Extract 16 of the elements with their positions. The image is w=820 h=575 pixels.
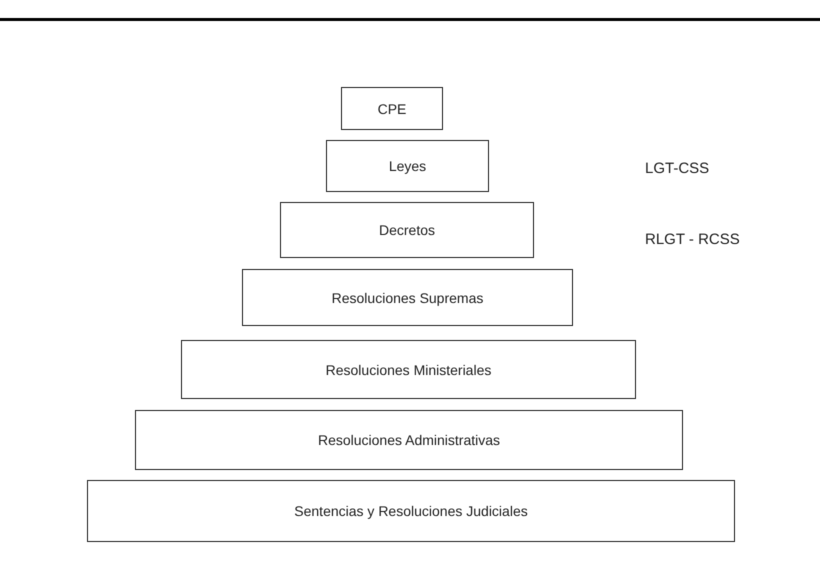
side-note: RLGT - RCSS bbox=[645, 231, 740, 248]
hierarchy-box bbox=[242, 269, 573, 326]
box-label: Decretos bbox=[378, 222, 436, 238]
hierarchy-box bbox=[280, 202, 534, 258]
hierarchy-box bbox=[326, 140, 489, 192]
box-label: Sentencias y Resoluciones Judiciales bbox=[294, 503, 528, 519]
hierarchy-box bbox=[87, 480, 735, 542]
side-note: LGT-CSS bbox=[645, 160, 710, 177]
box-label: CPE bbox=[378, 100, 406, 116]
box-label: Resoluciones Administrativas bbox=[318, 432, 500, 448]
hierarchy-box bbox=[341, 87, 443, 130]
hierarchy-box bbox=[181, 340, 636, 399]
box-label: Leyes bbox=[388, 158, 426, 174]
hierarchy-box bbox=[135, 410, 683, 470]
box-label: Resoluciones Ministeriales bbox=[326, 362, 492, 378]
box-label: Resoluciones Supremas bbox=[332, 290, 484, 306]
